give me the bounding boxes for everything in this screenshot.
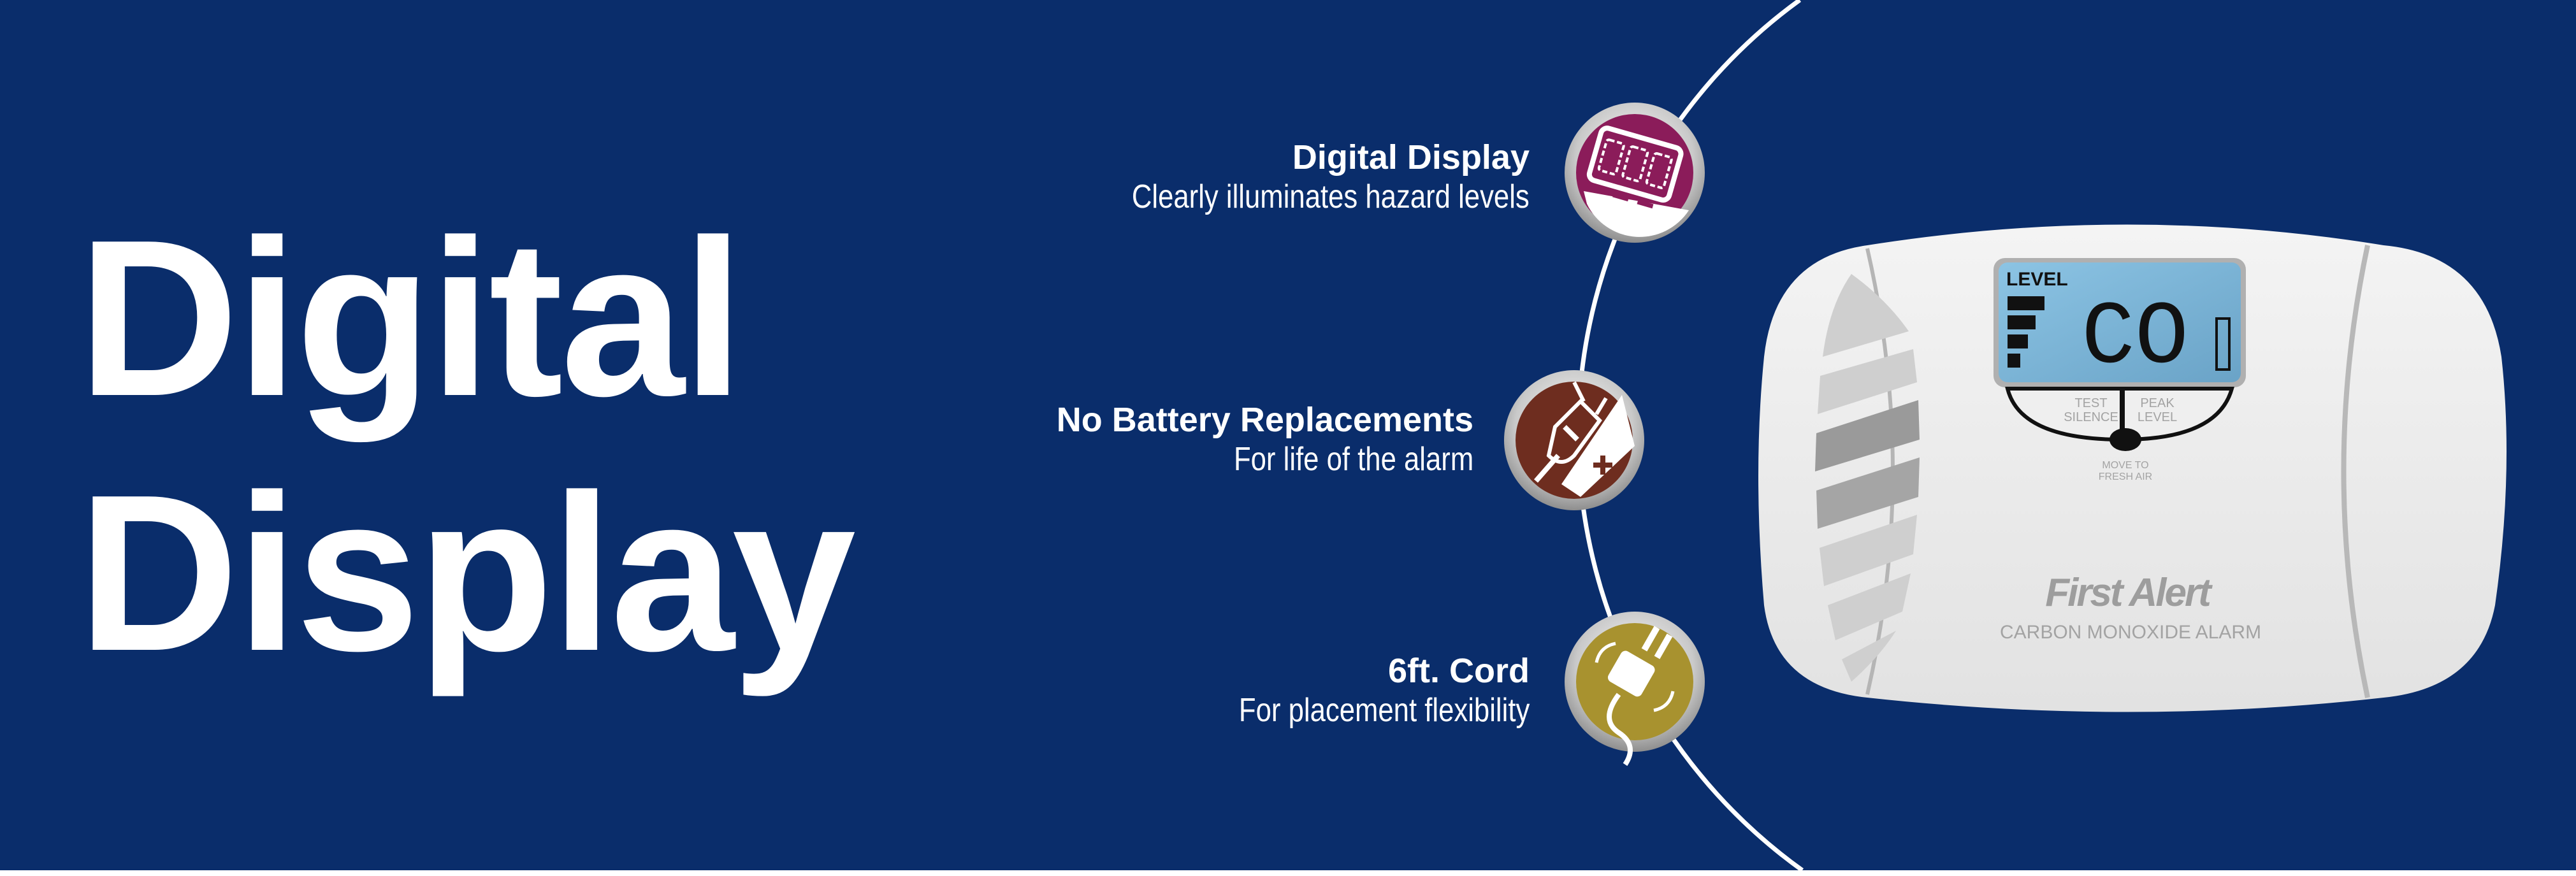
feature-no-battery: No Battery Replacements For life of the …	[1057, 400, 1473, 479]
brand-logo: First Alert	[2045, 571, 2211, 615]
level-bars	[2008, 296, 2044, 368]
digital-display-icon	[1565, 103, 1705, 243]
headline-line2: Display	[78, 449, 856, 698]
lcd-level-label: LEVEL	[2006, 269, 2068, 290]
plug-battery-icon	[1504, 370, 1644, 510]
co-alarm-device: LEVEL CO	[1758, 224, 2507, 712]
feature-title: No Battery Replacements	[1056, 401, 1473, 439]
model-label: CARBON MONOXIDE ALARM	[2000, 622, 2262, 643]
feature-subtitle: For placement flexibility	[1238, 692, 1530, 729]
alarm-led	[2109, 428, 2141, 451]
lcd-screen	[1999, 262, 2241, 382]
headline-line1: Digital	[78, 194, 744, 443]
lcd-reading: CO	[2081, 288, 2189, 389]
battery-indicator	[2215, 317, 2231, 371]
feature-cord: 6ft. Cord For placement flexibility	[1183, 651, 1530, 730]
feature-digital-display: Digital Display Clearly illuminates haza…	[1056, 138, 1530, 217]
vent-slots	[1815, 274, 1920, 682]
feature-title: Digital Display	[1292, 138, 1530, 176]
feature-subtitle: For life of the alarm	[1233, 441, 1473, 478]
power-cord-icon	[1565, 612, 1705, 766]
feature-title: 6ft. Cord	[1388, 652, 1530, 690]
feature-subtitle: Clearly illuminates hazard levels	[1132, 178, 1530, 215]
